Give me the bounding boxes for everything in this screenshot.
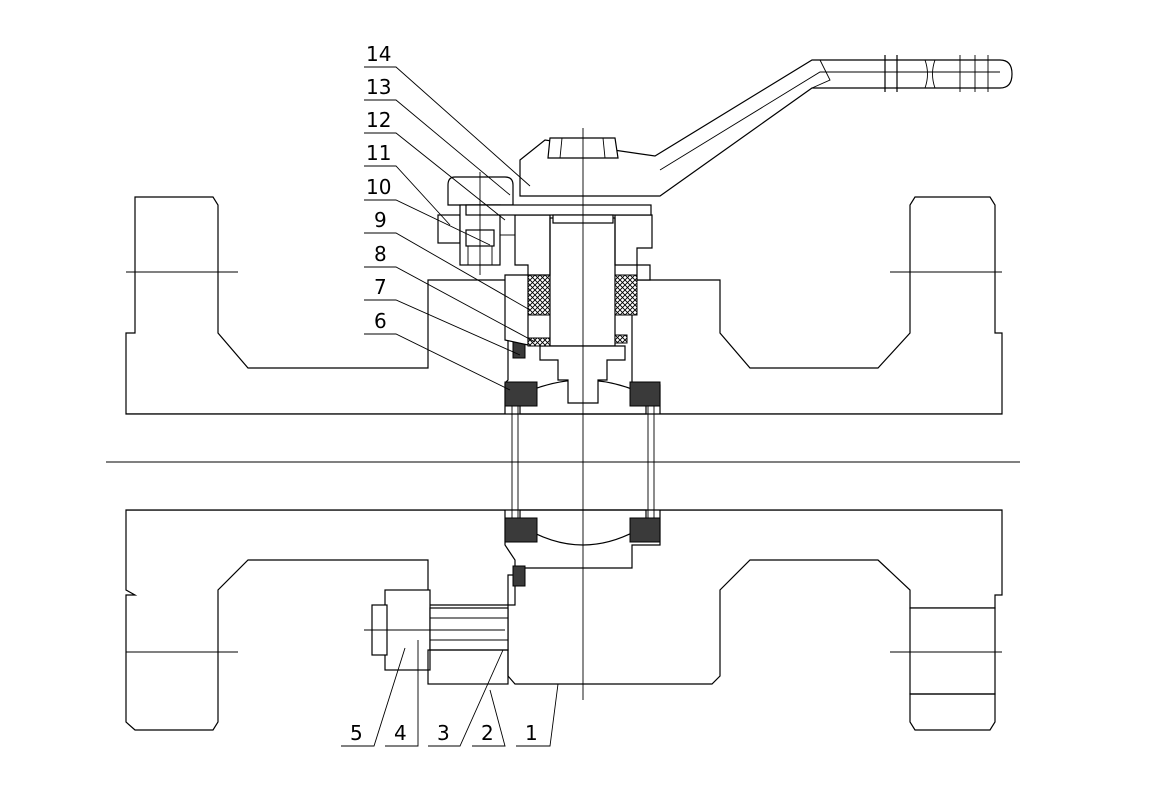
stem: [539, 217, 626, 404]
callout-2: 2: [481, 721, 494, 745]
callout-3: 3: [437, 721, 450, 745]
callout-labels: 14 13 12 11 10 9 8 7 6 5 4 3 2 1: [350, 42, 538, 745]
callout-10: 10: [366, 175, 391, 199]
callout-13: 13: [366, 75, 391, 99]
seat-rings: [504, 337, 661, 587]
gland-nut: [504, 214, 653, 346]
callout-6: 6: [374, 309, 387, 333]
callout-7: 7: [374, 275, 387, 299]
callout-14: 14: [366, 42, 391, 66]
right-body: [507, 196, 1003, 731]
callout-11: 11: [366, 141, 391, 165]
callout-8: 8: [374, 242, 387, 266]
centerlines: [106, 128, 1020, 700]
stop-bolt: [437, 176, 515, 266]
leader-lines: [341, 66, 559, 747]
lever-handle: [465, 55, 1013, 224]
body-bolt: [371, 589, 509, 685]
callout-12: 12: [366, 108, 391, 132]
callout-1: 1: [525, 721, 538, 745]
callout-5: 5: [350, 721, 363, 745]
callout-9: 9: [374, 208, 387, 232]
stem-packing: [527, 274, 638, 347]
callout-4: 4: [394, 721, 407, 745]
